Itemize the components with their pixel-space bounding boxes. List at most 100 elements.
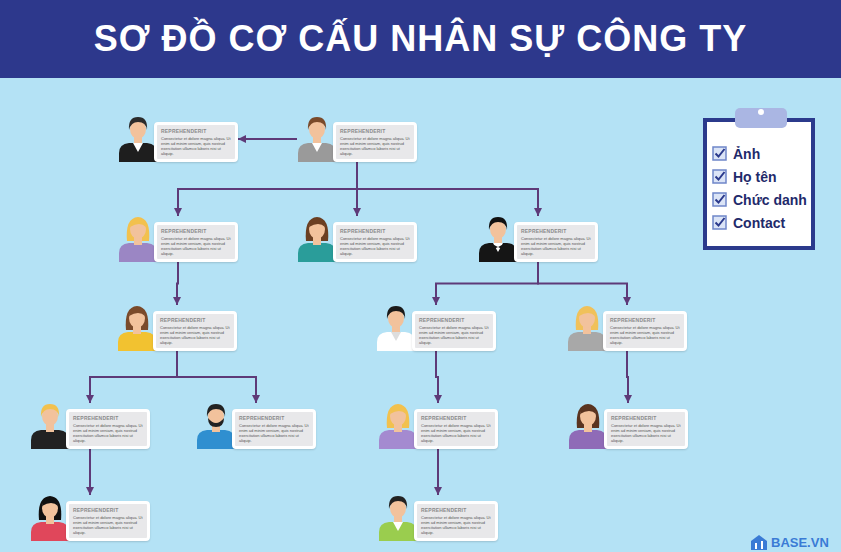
node-body: Consectetur et dolore magna aliqua. Ut e… bbox=[611, 423, 681, 443]
node-heading: REPREHENDERIT bbox=[161, 228, 231, 234]
legend-row: Contact bbox=[712, 211, 812, 234]
card-panel: REPREHENDERITConsectetur et dolore magna… bbox=[154, 122, 238, 162]
connector-arrow bbox=[238, 138, 297, 140]
title-band bbox=[0, 0, 841, 78]
person-avatar bbox=[569, 404, 607, 449]
node-heading: REPREHENDERIT bbox=[419, 317, 489, 323]
node-heading: REPREHENDERIT bbox=[611, 415, 681, 421]
diagram-title: SƠ ĐỒ CƠ CẤU NHÂN SỰ CÔNG TY bbox=[0, 0, 841, 78]
person-avatar bbox=[119, 217, 157, 262]
checkbox-icon bbox=[712, 192, 727, 207]
legend-text: Chức danh bbox=[733, 192, 807, 208]
org-node: REPREHENDERIT Consectetur et dolore magna… bbox=[378, 403, 498, 449]
org-node: REPREHENDERITConsectetur et dolore magna… bbox=[118, 116, 238, 162]
card-panel: REPREHENDERIT Consectetur et dolore magna… bbox=[333, 222, 417, 262]
node-heading: REPREHENDERIT bbox=[340, 128, 410, 134]
card-panel: REPREHENDERIT Consectetur et dolore magna… bbox=[66, 409, 150, 449]
card-panel: REPREHENDERIT Consectetur et dolore magna… bbox=[603, 311, 687, 351]
watermark-label: BASE.VN bbox=[771, 535, 829, 550]
checkbox-icon bbox=[712, 146, 727, 161]
org-node: REPREHENDERIT Consectetur et dolore magna… bbox=[478, 216, 598, 262]
person-avatar bbox=[119, 117, 157, 162]
node-body: Consectetur et dolore magna aliqua. Ut e… bbox=[160, 325, 230, 345]
node-heading: REPREHENDERIT bbox=[421, 415, 491, 421]
card-panel: REPREHENDERIT Consectetur et dolore magna… bbox=[414, 501, 498, 541]
node-heading: REPREHENDERIT bbox=[521, 228, 591, 234]
person-avatar bbox=[568, 306, 606, 351]
checkbox-icon bbox=[712, 215, 727, 230]
person-avatar bbox=[31, 496, 69, 541]
person-avatar bbox=[118, 306, 156, 351]
legend-text: Ảnh bbox=[733, 146, 760, 162]
org-node: REPREHENDERIT Consectetur et dolore magna… bbox=[30, 403, 150, 449]
node-body: Consectetur et dolore magna aliqua. Ut e… bbox=[340, 136, 410, 156]
clipboard bbox=[705, 108, 813, 248]
org-node: REPREHENDERIT Consectetur et dolore magna… bbox=[376, 305, 496, 351]
legend-text: Họ tên bbox=[733, 169, 777, 185]
org-node: REPREHENDERIT Consectetur et dolore magna… bbox=[568, 403, 688, 449]
org-node: REPREHENDERIT Consectetur et dolore magna… bbox=[196, 403, 316, 449]
node-body: Consectetur et dolore magna aliqua. Ut e… bbox=[161, 136, 231, 156]
node-body: Consectetur et dolore magna aliqua. Ut e… bbox=[610, 325, 680, 345]
card-panel: REPREHENDERIT Consectetur et dolore magna… bbox=[153, 311, 237, 351]
node-heading: REPREHENDERIT bbox=[73, 415, 143, 421]
node-body: Consectetur et dolore magna aliqua. Ut e… bbox=[340, 236, 410, 256]
card-panel: REPREHENDERIT Consectetur et dolore magna… bbox=[604, 409, 688, 449]
node-heading: REPREHENDERIT bbox=[160, 317, 230, 323]
logo-icon bbox=[751, 535, 767, 550]
node-body: Consectetur et dolore magna aliqua. Ut e… bbox=[161, 236, 231, 256]
card-panel: REPREHENDERIT Consectetur et dolore magna… bbox=[412, 311, 496, 351]
person-avatar bbox=[298, 217, 336, 262]
checkbox-icon bbox=[712, 169, 727, 184]
node-body: Consectetur et dolore magna aliqua. Ut e… bbox=[421, 515, 491, 535]
node-body: Consectetur et dolore magna aliqua. Ut e… bbox=[239, 423, 309, 443]
org-node: REPREHENDERIT Consectetur et dolore magna… bbox=[118, 216, 238, 262]
card-panel: REPREHENDERIT Consectetur et dolore magna… bbox=[154, 222, 238, 262]
node-heading: REPREHENDERIT bbox=[340, 228, 410, 234]
org-node: REPREHENDERIT Consectetur et dolore magna… bbox=[567, 305, 687, 351]
node-body: Consectetur et dolore magna aliqua. Ut e… bbox=[419, 325, 489, 345]
person-avatar bbox=[377, 306, 415, 351]
person-avatar bbox=[379, 404, 417, 449]
org-node: REPREHENDERIT Consectetur et dolore magna… bbox=[30, 495, 150, 541]
card-panel: REPREHENDERIT Consectetur et dolore magna… bbox=[333, 122, 417, 162]
legend-row: Ảnh bbox=[712, 142, 812, 165]
node-heading: REPREHENDERIT bbox=[73, 507, 143, 513]
connector-arrow bbox=[177, 351, 256, 403]
legend-text: Contact bbox=[733, 215, 785, 231]
person-avatar bbox=[197, 404, 235, 449]
node-heading: REPREHENDERIT bbox=[421, 507, 491, 513]
node-body: Consectetur et dolore magna aliqua. Ut e… bbox=[421, 423, 491, 443]
connector-arrow bbox=[357, 162, 538, 216]
org-node: REPREHENDERIT Consectetur et dolore magna… bbox=[378, 495, 498, 541]
person-avatar bbox=[31, 404, 69, 449]
connector-arrow bbox=[436, 262, 538, 305]
org-node: REPREHENDERIT Consectetur et dolore magna… bbox=[297, 216, 417, 262]
connector-arrow bbox=[178, 162, 357, 216]
card-panel: REPREHENDERIT Consectetur et dolore magna… bbox=[66, 501, 150, 541]
card-panel: REPREHENDERIT Consectetur et dolore magna… bbox=[414, 409, 498, 449]
card-panel: REPREHENDERIT Consectetur et dolore magna… bbox=[514, 222, 598, 262]
connector-arrow bbox=[538, 262, 627, 305]
node-body: Consectetur et dolore magna aliqua. Ut e… bbox=[73, 515, 143, 535]
org-node: REPREHENDERIT Consectetur et dolore magna… bbox=[297, 116, 417, 162]
node-body: Consectetur et dolore magna aliqua. Ut e… bbox=[73, 423, 143, 443]
connector-arrow bbox=[437, 449, 439, 495]
legend-row: Họ tên bbox=[712, 165, 812, 188]
connector-arrow bbox=[436, 351, 438, 403]
connector-arrow bbox=[627, 351, 628, 403]
org-node: REPREHENDERIT Consectetur et dolore magna… bbox=[117, 305, 237, 351]
node-body: Consectetur et dolore magna aliqua. Ut e… bbox=[521, 236, 591, 256]
legend-row: Chức danh bbox=[712, 188, 812, 211]
node-heading: REPREHENDERIT bbox=[239, 415, 309, 421]
person-avatar bbox=[479, 217, 517, 262]
card-panel: REPREHENDERIT Consectetur et dolore magna… bbox=[232, 409, 316, 449]
node-heading: REPREHENDERIT bbox=[610, 317, 680, 323]
connector-arrow bbox=[89, 449, 91, 495]
connector-arrow bbox=[90, 351, 177, 403]
person-avatar bbox=[298, 117, 336, 162]
legend: Ảnh Họ tênChức danhContact bbox=[712, 142, 812, 234]
connector-arrow bbox=[177, 262, 178, 305]
